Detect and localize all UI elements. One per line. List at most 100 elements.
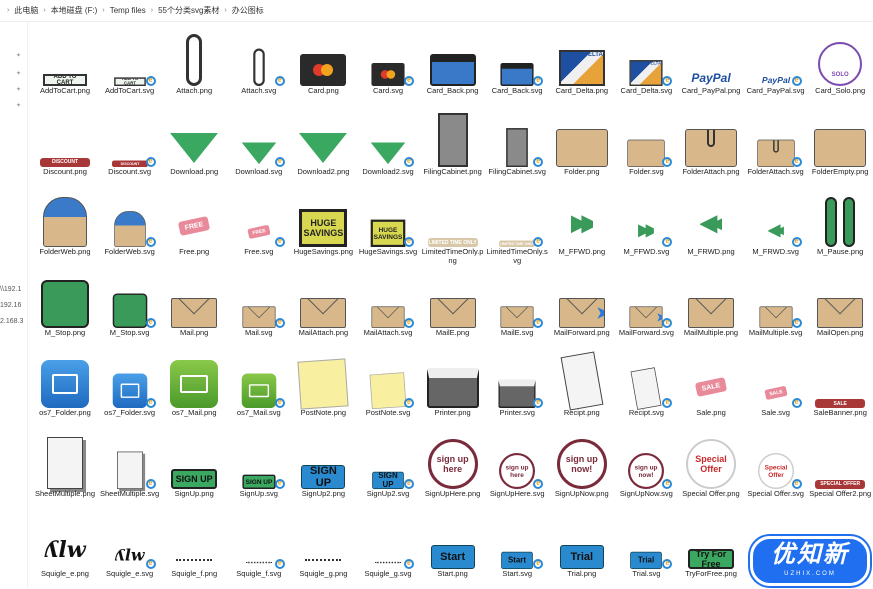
file-item[interactable]: FilingCabinet.png: [421, 107, 485, 187]
file-item[interactable]: M_Pause.png: [808, 187, 872, 267]
file-item[interactable]: FolderAttach.png: [679, 107, 743, 187]
file-item[interactable]: Card.png: [291, 26, 355, 106]
file-item[interactable]: Mail.png: [162, 268, 226, 348]
nav-item-network[interactable]: \\192.1: [0, 286, 22, 293]
breadcrumb-item[interactable]: Temp files: [109, 6, 146, 15]
file-item[interactable]: Folder.png: [550, 107, 614, 187]
file-item[interactable]: M_Stop.png: [33, 268, 97, 348]
breadcrumb-item[interactable]: 55个分类svg素材: [158, 6, 220, 15]
file-item[interactable]: MailE.png: [421, 268, 485, 348]
navigation-pane[interactable]: ✦ ✦ ✦ ✦ \\192.1 192.16 2.168.3: [0, 22, 28, 588]
file-item[interactable]: ◀◀M_FRWD.png: [679, 187, 743, 267]
file-item[interactable]: MailOpen.png: [808, 268, 872, 348]
file-item[interactable]: FolderEmpty.png: [808, 107, 872, 187]
file-item[interactable]: os7_Mail.png: [162, 348, 226, 428]
file-item[interactable]: Download.png: [162, 107, 226, 187]
printer-icon: [426, 368, 479, 408]
file-item[interactable]: ▶▶M_FFWD.png: [550, 187, 614, 267]
file-item[interactable]: PostNote.png: [291, 348, 355, 428]
file-item[interactable]: MailMultiple.png: [679, 268, 743, 348]
breadcrumb-item[interactable]: 此电脑: [14, 6, 39, 15]
file-item[interactable]: Card_Back.png: [421, 26, 485, 106]
file-item[interactable]: ➤MailForward.png: [550, 268, 614, 348]
file-item[interactable]: FolderWeb.png: [33, 187, 97, 267]
breadcrumb-item[interactable]: 办公图标: [231, 6, 264, 15]
file-item[interactable]: Printer.png: [421, 348, 485, 428]
file-item[interactable]: Squigle_f.png: [162, 509, 226, 589]
file-item[interactable]: Attach.png: [162, 26, 226, 106]
file-item[interactable]: SheetMultiple.png: [33, 429, 97, 509]
breadcrumb-item[interactable]: 本地磁盘 (F:): [50, 6, 98, 15]
file-item[interactable]: os7_Folder.png: [33, 348, 97, 428]
file-item[interactable]: Squigle_g.png: [291, 509, 355, 589]
file-item[interactable]: Download2.png: [291, 107, 355, 187]
file-item[interactable]: sign up now!SignUpNow.png: [550, 429, 614, 509]
file-thumbnail: sign up now!: [554, 431, 610, 489]
nav-item-network[interactable]: 192.16: [0, 302, 22, 309]
file-item[interactable]: MailAttach.png: [291, 268, 355, 348]
file-item[interactable]: Recipt.png: [550, 348, 614, 428]
nav-item-network[interactable]: 2.168.3: [0, 318, 24, 325]
